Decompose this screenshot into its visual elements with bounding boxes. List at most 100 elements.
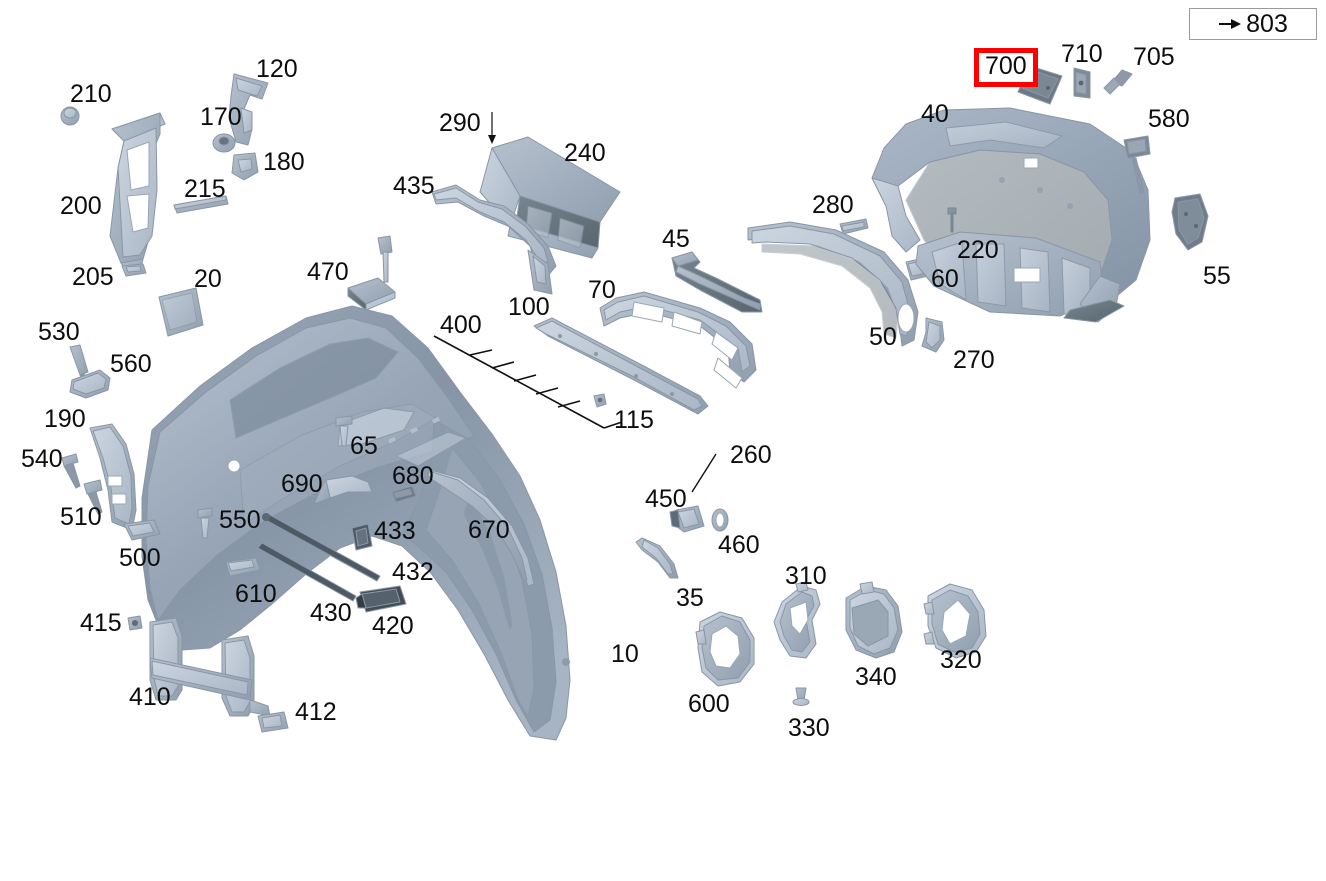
callout-label-330: 330 bbox=[788, 714, 830, 742]
part-210 bbox=[60, 106, 80, 126]
callout-label-412: 412 bbox=[295, 698, 337, 726]
callout-label-40: 40 bbox=[921, 100, 949, 128]
part-10 bbox=[141, 305, 571, 741]
callout-label-65: 65 bbox=[350, 432, 378, 460]
callout-label-50: 50 bbox=[869, 323, 897, 351]
callout-label-260: 260 bbox=[730, 441, 772, 469]
callout-label-705: 705 bbox=[1133, 43, 1175, 71]
part-280 bbox=[839, 218, 869, 235]
callout-label-120: 120 bbox=[256, 55, 298, 83]
callout-label-560: 560 bbox=[110, 350, 152, 378]
part-180 bbox=[231, 152, 259, 181]
part-190 bbox=[89, 423, 137, 531]
part-115 bbox=[593, 393, 607, 408]
part-50 bbox=[747, 221, 919, 347]
callout-label-400: 400 bbox=[440, 311, 482, 339]
part-20 bbox=[158, 287, 204, 337]
callout-label-180: 180 bbox=[263, 148, 305, 176]
callout-label-540: 540 bbox=[21, 445, 63, 473]
part-435 bbox=[431, 184, 557, 295]
callout-label-190: 190 bbox=[44, 405, 86, 433]
callout-label-320: 320 bbox=[940, 646, 982, 674]
part-432 bbox=[261, 513, 381, 582]
part-420 bbox=[355, 585, 407, 613]
part-410 bbox=[149, 617, 271, 717]
part-412 bbox=[257, 711, 289, 733]
callout-label-580: 580 bbox=[1148, 105, 1190, 133]
part-540 bbox=[61, 453, 81, 489]
part-120 bbox=[228, 73, 269, 146]
callout-label-410: 410 bbox=[129, 683, 171, 711]
callout-label-170: 170 bbox=[200, 103, 242, 131]
part-680 bbox=[391, 485, 417, 503]
callout-label-435: 435 bbox=[393, 172, 435, 200]
part-70 bbox=[599, 291, 757, 389]
callout-label-45: 45 bbox=[662, 225, 690, 253]
part-65 bbox=[335, 415, 353, 447]
reference-box[interactable]: 803 bbox=[1189, 8, 1317, 40]
part-200 bbox=[109, 112, 166, 273]
part-550 bbox=[197, 507, 213, 539]
callout-label-240: 240 bbox=[564, 139, 606, 167]
callout-label-210: 210 bbox=[70, 80, 112, 108]
part-500 bbox=[123, 519, 161, 541]
part-670 bbox=[427, 469, 535, 587]
callout-label-470: 470 bbox=[307, 258, 349, 286]
part-710 bbox=[1073, 67, 1091, 99]
callout-label-415: 415 bbox=[80, 609, 122, 637]
callout-label-280: 280 bbox=[812, 191, 854, 219]
callout-label-432: 432 bbox=[392, 558, 434, 586]
callout-label-100: 100 bbox=[508, 293, 550, 321]
part-470 bbox=[347, 235, 396, 311]
callout-label-10: 10 bbox=[611, 640, 639, 668]
callout-label-70: 70 bbox=[588, 276, 616, 304]
callout-label-700[interactable]: 700 bbox=[974, 48, 1038, 87]
part-450 bbox=[669, 505, 705, 533]
arrow-right-icon bbox=[1219, 19, 1242, 29]
callout-label-690: 690 bbox=[281, 470, 323, 498]
callout-label-205: 205 bbox=[72, 263, 114, 291]
part-320 bbox=[923, 583, 987, 659]
callout-label-610: 610 bbox=[235, 580, 277, 608]
part-100 bbox=[533, 317, 709, 415]
callout-label-55: 55 bbox=[1203, 262, 1231, 290]
callout-label-35: 35 bbox=[676, 584, 704, 612]
part-310 bbox=[773, 581, 821, 659]
callout-label-510: 510 bbox=[60, 503, 102, 531]
leader-260 bbox=[691, 453, 717, 493]
part-215 bbox=[173, 195, 229, 214]
part-705 bbox=[1103, 69, 1133, 95]
part-460 bbox=[711, 508, 729, 532]
callout-label-670: 670 bbox=[468, 516, 510, 544]
callout-label-433: 433 bbox=[374, 517, 416, 545]
part-170 bbox=[212, 133, 236, 153]
part-580 bbox=[1123, 135, 1151, 194]
callout-label-530: 530 bbox=[38, 318, 80, 346]
part-340 bbox=[845, 581, 903, 659]
part-600 bbox=[695, 611, 755, 687]
reference-box-label: 803 bbox=[1246, 9, 1288, 38]
callout-label-270: 270 bbox=[953, 346, 995, 374]
callout-label-340: 340 bbox=[855, 663, 897, 691]
callout-label-310: 310 bbox=[785, 562, 827, 590]
part-45 bbox=[671, 251, 763, 313]
part-40 bbox=[871, 107, 1151, 323]
part-205 bbox=[121, 263, 147, 277]
part-330 bbox=[792, 687, 810, 706]
callout-label-220: 220 bbox=[957, 236, 999, 264]
part-55 bbox=[1171, 193, 1209, 251]
callout-label-60: 60 bbox=[931, 265, 959, 293]
callout-label-600: 600 bbox=[688, 690, 730, 718]
callout-label-20: 20 bbox=[194, 265, 222, 293]
part-560 bbox=[69, 369, 111, 399]
part-430 bbox=[257, 542, 357, 602]
callout-label-460: 460 bbox=[718, 531, 760, 559]
callout-label-500: 500 bbox=[119, 544, 161, 572]
callout-label-680: 680 bbox=[392, 462, 434, 490]
callout-label-420: 420 bbox=[372, 612, 414, 640]
part-610 bbox=[225, 557, 261, 577]
callout-label-215: 215 bbox=[184, 175, 226, 203]
callout-label-115: 115 bbox=[614, 406, 654, 434]
part-433 bbox=[351, 523, 373, 551]
